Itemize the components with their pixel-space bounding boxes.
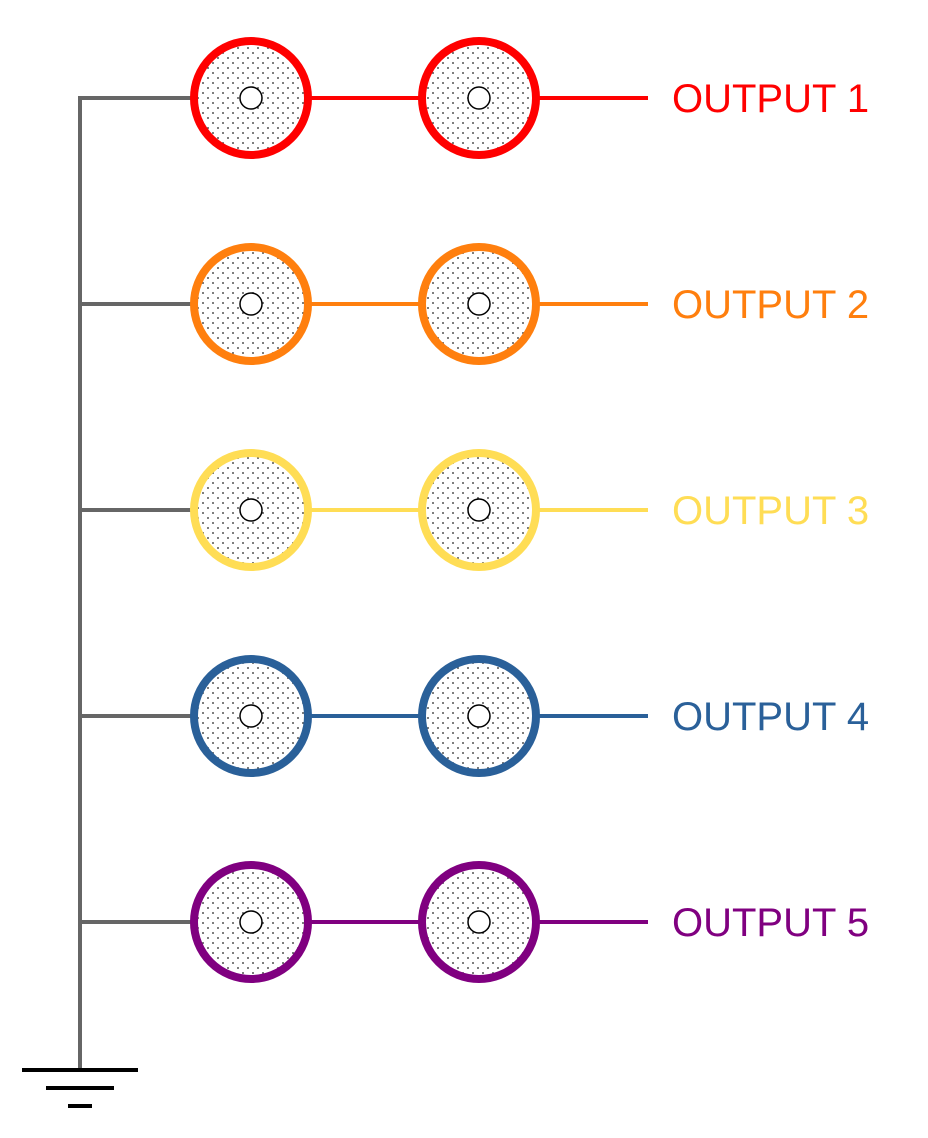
output-label-1: OUTPUT 1	[672, 77, 869, 121]
ground-group	[22, 96, 138, 1108]
coax-connector-1-center-pin	[239, 292, 263, 316]
coax-connector-2-center-pin	[467, 292, 491, 316]
output-row-1: OUTPUT 1	[80, 37, 869, 159]
coax-connector-2-center-pin	[467, 704, 491, 728]
coax-connector-2-center-pin	[467, 86, 491, 110]
coax-connector-2-center-pin	[467, 498, 491, 522]
output-row-3: OUTPUT 3	[80, 449, 869, 571]
output-label-2: OUTPUT 2	[672, 283, 869, 327]
coax-connector-1-center-pin	[239, 498, 263, 522]
coax-connector-1-center-pin	[239, 86, 263, 110]
output-row-5: OUTPUT 5	[80, 861, 869, 983]
output-label-5: OUTPUT 5	[672, 901, 869, 945]
output-label-3: OUTPUT 3	[672, 489, 869, 533]
output-row-2: OUTPUT 2	[80, 243, 869, 365]
output-label-4: OUTPUT 4	[672, 695, 869, 739]
coax-connector-2-center-pin	[467, 910, 491, 934]
output-rows: OUTPUT 1 OUTPUT 2 OUTPUT 3 OUTPUT 4 OUTPUT 5	[80, 37, 869, 983]
coax-connector-1-center-pin	[239, 910, 263, 934]
coax-connector-1-center-pin	[239, 704, 263, 728]
output-row-4: OUTPUT 4	[80, 655, 869, 777]
